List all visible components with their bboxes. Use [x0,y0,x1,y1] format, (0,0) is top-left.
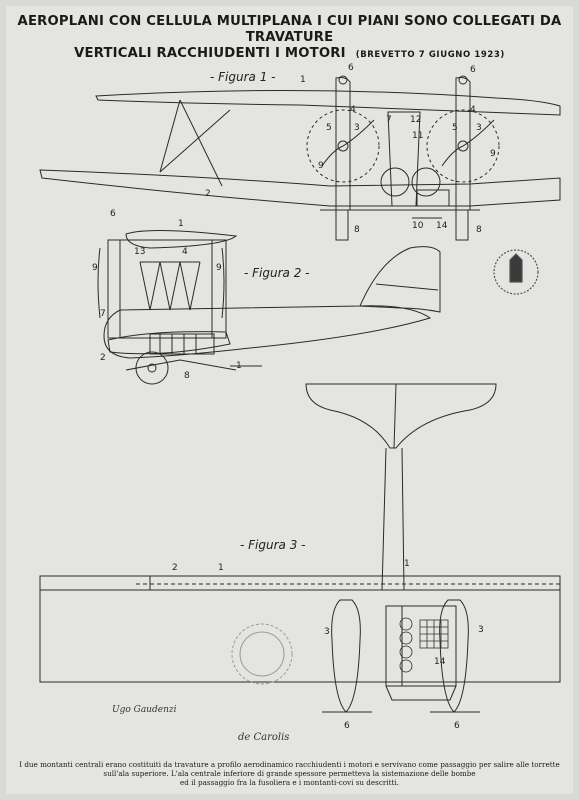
part-number: 6 [348,63,354,73]
part-number: 1 [178,219,184,229]
document-caption: I due montanti centrali erano costituiti… [18,760,561,787]
part-number: 13 [134,247,145,257]
title-line-1: AEROPLANI CON CELLULA MULTIPLANA I CUI P… [17,14,562,45]
part-number: 4 [350,105,356,115]
part-number: 6 [110,209,116,219]
part-number: 7 [100,309,106,319]
part-number: 10 [412,221,424,231]
document-sheet [6,6,573,794]
part-number: 9 [92,263,98,273]
caption-line-1: I due montanti centrali erano costituiti… [19,760,560,769]
figure-3-label: - Figura 3 - [240,538,306,552]
part-number: 3 [324,627,330,637]
part-number: 9 [490,149,496,159]
part-number: 5 [452,123,458,133]
part-number: 4 [470,105,476,115]
part-number: 2 [205,189,211,199]
caption-line-3: ed il passaggio fra la fusoliera e i mon… [180,778,399,787]
part-number: 2 [100,353,106,363]
faded-stamp [231,623,293,685]
part-number: 9 [216,263,222,273]
part-number: 6 [470,65,476,75]
part-number: 14 [434,657,446,667]
part-number: 9 [318,161,324,171]
part-number: 14 [436,221,448,231]
figure-1-front-view [39,75,561,241]
part-number: 1 [404,559,410,569]
part-number: 8 [476,225,482,235]
figure-1-label: - Figura 1 - [210,70,276,84]
signature: de Carolis [238,732,289,743]
part-number: 5 [326,123,332,133]
bay-circles [399,617,413,673]
part-number: 6 [454,721,460,731]
title-line-2: VERTICALI RACCHIUDENTI I MOTORI [74,46,346,61]
part-number: 7 [386,115,392,125]
figure-2-side-view [97,229,441,385]
part-number: 11 [412,131,423,141]
patent-date: (BREVETTO 7 GIUGNO 1923) [355,50,505,60]
document-title: AEROPLANI CON CELLULA MULTIPLANA I CUI P… [0,14,579,63]
part-number: 1 [218,563,224,573]
official-stamp [493,249,539,295]
signature: Ugo Gaudenzi [112,705,177,715]
caption-line-2: sull'ala superiore. L'ala centrale infer… [103,769,476,778]
part-number: 3 [354,123,360,133]
part-number: 4 [182,247,188,257]
part-number: 12 [410,115,421,125]
figure-3-plan-view [39,383,561,713]
part-number: 8 [354,225,360,235]
part-number: 1 [236,361,242,371]
part-number: 6 [344,721,350,731]
figure-2-label: - Figura 2 - [244,266,310,280]
part-number: 8 [184,371,190,381]
part-number: 1 [300,75,306,85]
part-number: 2 [172,563,178,573]
part-number: 3 [478,625,484,635]
part-number: 3 [476,123,482,133]
bomb-grid [419,619,449,649]
